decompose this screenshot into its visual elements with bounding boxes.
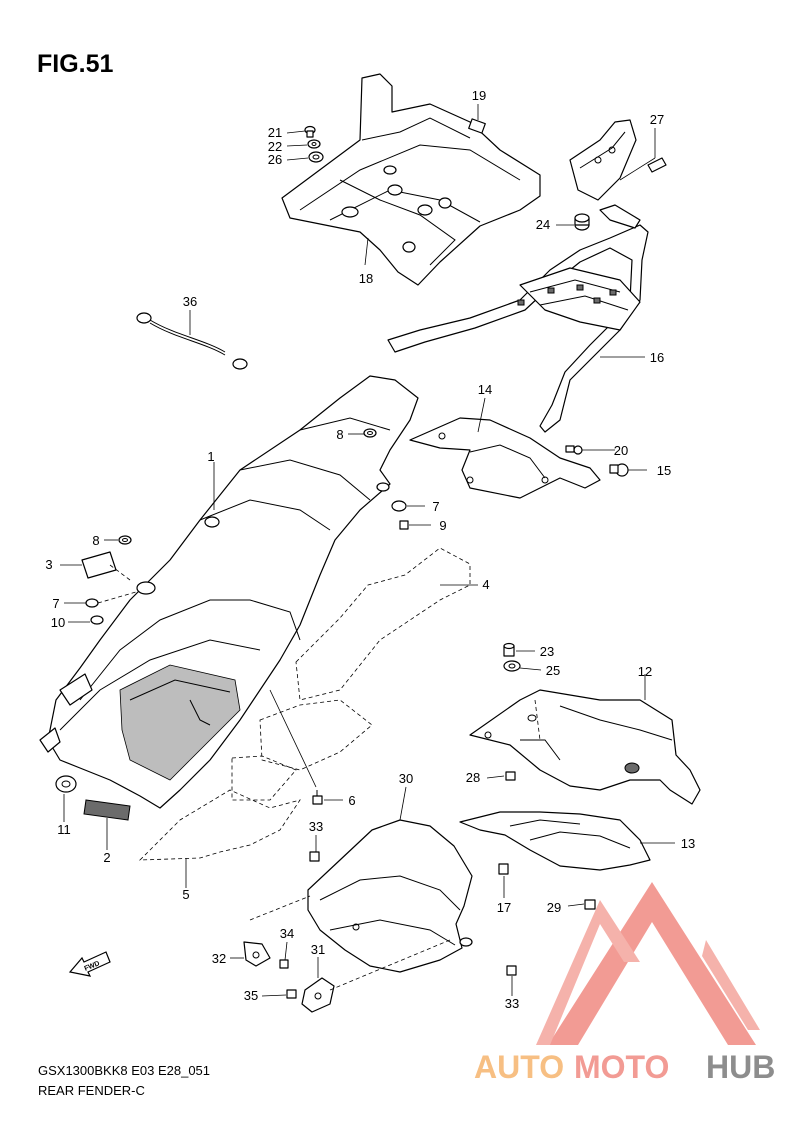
callout-8-left: 8 bbox=[92, 533, 99, 548]
callout-16: 16 bbox=[650, 350, 664, 365]
figure-title: FIG.51 bbox=[37, 50, 114, 78]
part-15-bolt bbox=[609, 463, 629, 477]
part-10-clip bbox=[90, 615, 104, 625]
callout-31: 31 bbox=[311, 942, 325, 957]
callout-27: 27 bbox=[650, 112, 664, 127]
part-28-screw bbox=[505, 771, 516, 781]
part-5-lower-sheet bbox=[139, 789, 301, 861]
part-27-bracket bbox=[569, 119, 667, 201]
part-25-grommet bbox=[503, 660, 521, 672]
part-26-grommet bbox=[308, 151, 324, 163]
callout-12: 12 bbox=[638, 664, 652, 679]
callout-10: 10 bbox=[51, 615, 65, 630]
callout-3: 3 bbox=[45, 557, 52, 572]
part-12-cover bbox=[469, 689, 701, 805]
part-16-frame-bracket bbox=[387, 204, 649, 433]
automotohub-watermark: AUTO MOTO HUB bbox=[474, 882, 775, 1085]
watermark-auto: AUTO bbox=[474, 1049, 564, 1085]
callout-22: 22 bbox=[268, 139, 282, 154]
callout-35: 35 bbox=[244, 988, 258, 1003]
part-9-screw bbox=[399, 520, 409, 530]
part-8-grommet-a bbox=[118, 535, 132, 545]
callout-32: 32 bbox=[212, 951, 226, 966]
part-21-bolt bbox=[304, 125, 316, 138]
part-7-nut-a bbox=[85, 598, 99, 608]
callout-8-right: 8 bbox=[336, 427, 343, 442]
callout-6: 6 bbox=[348, 793, 355, 808]
part-34-screw bbox=[279, 959, 289, 969]
callout-9: 9 bbox=[439, 518, 446, 533]
callout-21: 21 bbox=[268, 125, 282, 140]
callout-33-lower: 33 bbox=[505, 996, 519, 1011]
callout-15: 15 bbox=[657, 463, 671, 478]
callout-36: 36 bbox=[183, 294, 197, 309]
callout-28: 28 bbox=[466, 770, 480, 785]
part-32-bracket bbox=[243, 941, 271, 967]
callout-34: 34 bbox=[280, 926, 294, 941]
callout-26: 26 bbox=[268, 152, 282, 167]
callout-19: 19 bbox=[472, 88, 486, 103]
callout-1: 1 bbox=[207, 449, 214, 464]
callout-23: 23 bbox=[540, 644, 554, 659]
part-23-collar bbox=[503, 642, 515, 657]
watermark-moto: MOTO bbox=[574, 1049, 669, 1085]
part-33-screw-b bbox=[506, 965, 517, 976]
callout-13: 13 bbox=[681, 836, 695, 851]
fwd-arrow-icon: FWD bbox=[68, 951, 111, 977]
part-8-grommet-b bbox=[363, 428, 377, 438]
part-13-guard bbox=[459, 811, 651, 871]
leader-lines bbox=[60, 104, 675, 997]
part-7-nut-b bbox=[391, 500, 407, 512]
part-2-label bbox=[83, 799, 131, 821]
part-31-clamp bbox=[301, 977, 335, 1013]
part-22-washer bbox=[307, 139, 321, 149]
part-3-pad bbox=[81, 551, 117, 579]
callout-20: 20 bbox=[614, 443, 628, 458]
callout-11: 11 bbox=[57, 822, 71, 837]
part-30-tail-cover bbox=[307, 819, 473, 973]
model-code: GSX1300BKK8 E03 E28_051 bbox=[38, 1063, 211, 1078]
part-29-screw bbox=[584, 899, 596, 910]
part-4-insulator-sheet bbox=[231, 547, 471, 801]
callout-30: 30 bbox=[399, 771, 413, 786]
part-18-seat-tray bbox=[281, 73, 541, 286]
part-1-rear-fender bbox=[39, 375, 419, 809]
callout-labels: 1 2 3 4 5 6 7 7 8 8 9 10 11 12 13 14 15 … bbox=[45, 88, 695, 1011]
part-35-screw bbox=[286, 989, 297, 999]
part-20-screw bbox=[565, 445, 583, 455]
part-36-wire bbox=[136, 312, 248, 370]
callout-7-left: 7 bbox=[52, 596, 59, 611]
callout-2: 2 bbox=[103, 850, 110, 865]
callout-4: 4 bbox=[482, 577, 489, 592]
part-17-screw bbox=[498, 863, 509, 875]
callout-33-upper: 33 bbox=[309, 819, 323, 834]
part-6-screw bbox=[312, 790, 323, 805]
callout-7-right: 7 bbox=[432, 499, 439, 514]
callout-14: 14 bbox=[478, 382, 492, 397]
callout-25: 25 bbox=[546, 663, 560, 678]
callout-29: 29 bbox=[547, 900, 561, 915]
part-14-bracket bbox=[409, 417, 601, 499]
section-name: REAR FENDER-C bbox=[38, 1083, 145, 1098]
callout-18: 18 bbox=[359, 271, 373, 286]
part-33-screw-a bbox=[309, 851, 320, 862]
part-11-grommet bbox=[55, 775, 77, 793]
callout-17: 17 bbox=[497, 900, 511, 915]
callout-24: 24 bbox=[536, 217, 550, 232]
watermark-hub: HUB bbox=[706, 1049, 775, 1085]
callout-5: 5 bbox=[182, 887, 189, 902]
part-24-nut bbox=[574, 213, 590, 231]
